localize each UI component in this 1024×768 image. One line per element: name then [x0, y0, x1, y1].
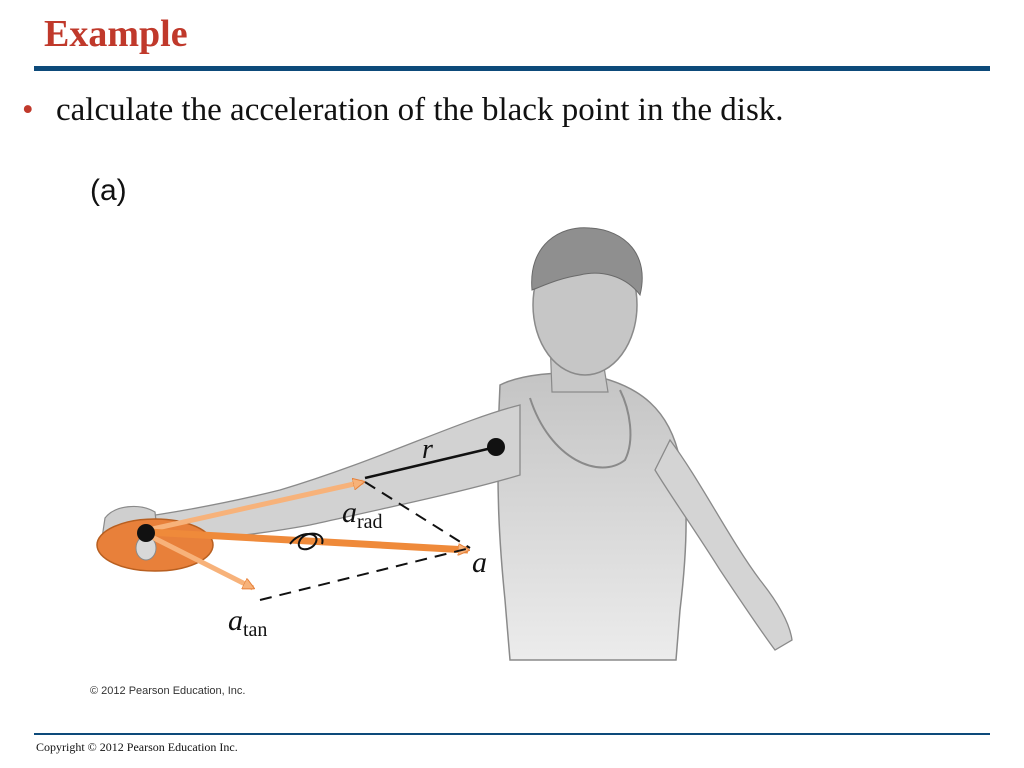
- black-point-on-disk: [137, 524, 155, 542]
- rotation-sketch-icon: [289, 532, 324, 551]
- discus-illustration: (a) r arad: [90, 174, 793, 697]
- figure-credit: © 2012 Pearson Education, Inc.: [90, 685, 245, 697]
- label-a-rad: arad: [342, 496, 383, 533]
- rotation-axis-point: [487, 438, 505, 456]
- bullet-item: • calculate the acceleration of the black…: [22, 92, 784, 129]
- label-a-rad-sub: rad: [357, 511, 383, 533]
- label-r: r: [422, 434, 433, 465]
- bullet-dot-icon: •: [22, 92, 34, 128]
- dashed-tan-to-a: [259, 547, 471, 601]
- footer-copyright: Copyright © 2012 Pearson Education Inc.: [36, 740, 238, 754]
- panel-label: (a): [90, 174, 127, 207]
- slide-title: Example: [44, 13, 188, 55]
- athlete-right-arm: [654, 438, 793, 651]
- label-a-tan-sub: tan: [243, 619, 267, 641]
- label-a-rad-main: a: [342, 496, 357, 529]
- tank-top-strap: [529, 389, 632, 469]
- dashed-rad-to-a: [364, 481, 471, 549]
- a-total-vector: [147, 528, 468, 550]
- a-tan-vector: [146, 532, 253, 591]
- a-rad-vector: [147, 482, 363, 533]
- footer-divider: [34, 733, 990, 735]
- label-a-tan-main: a: [228, 604, 243, 637]
- athlete-hair: [531, 227, 643, 297]
- radius-line: [364, 445, 497, 480]
- bullet-text: calculate the acceleration of the black …: [56, 92, 784, 128]
- athlete-torso: [497, 372, 687, 661]
- discus-figure: (a) r arad: [80, 160, 820, 705]
- label-a: a: [472, 546, 487, 579]
- title-divider: [34, 66, 990, 71]
- label-a-tan: atan: [228, 604, 267, 641]
